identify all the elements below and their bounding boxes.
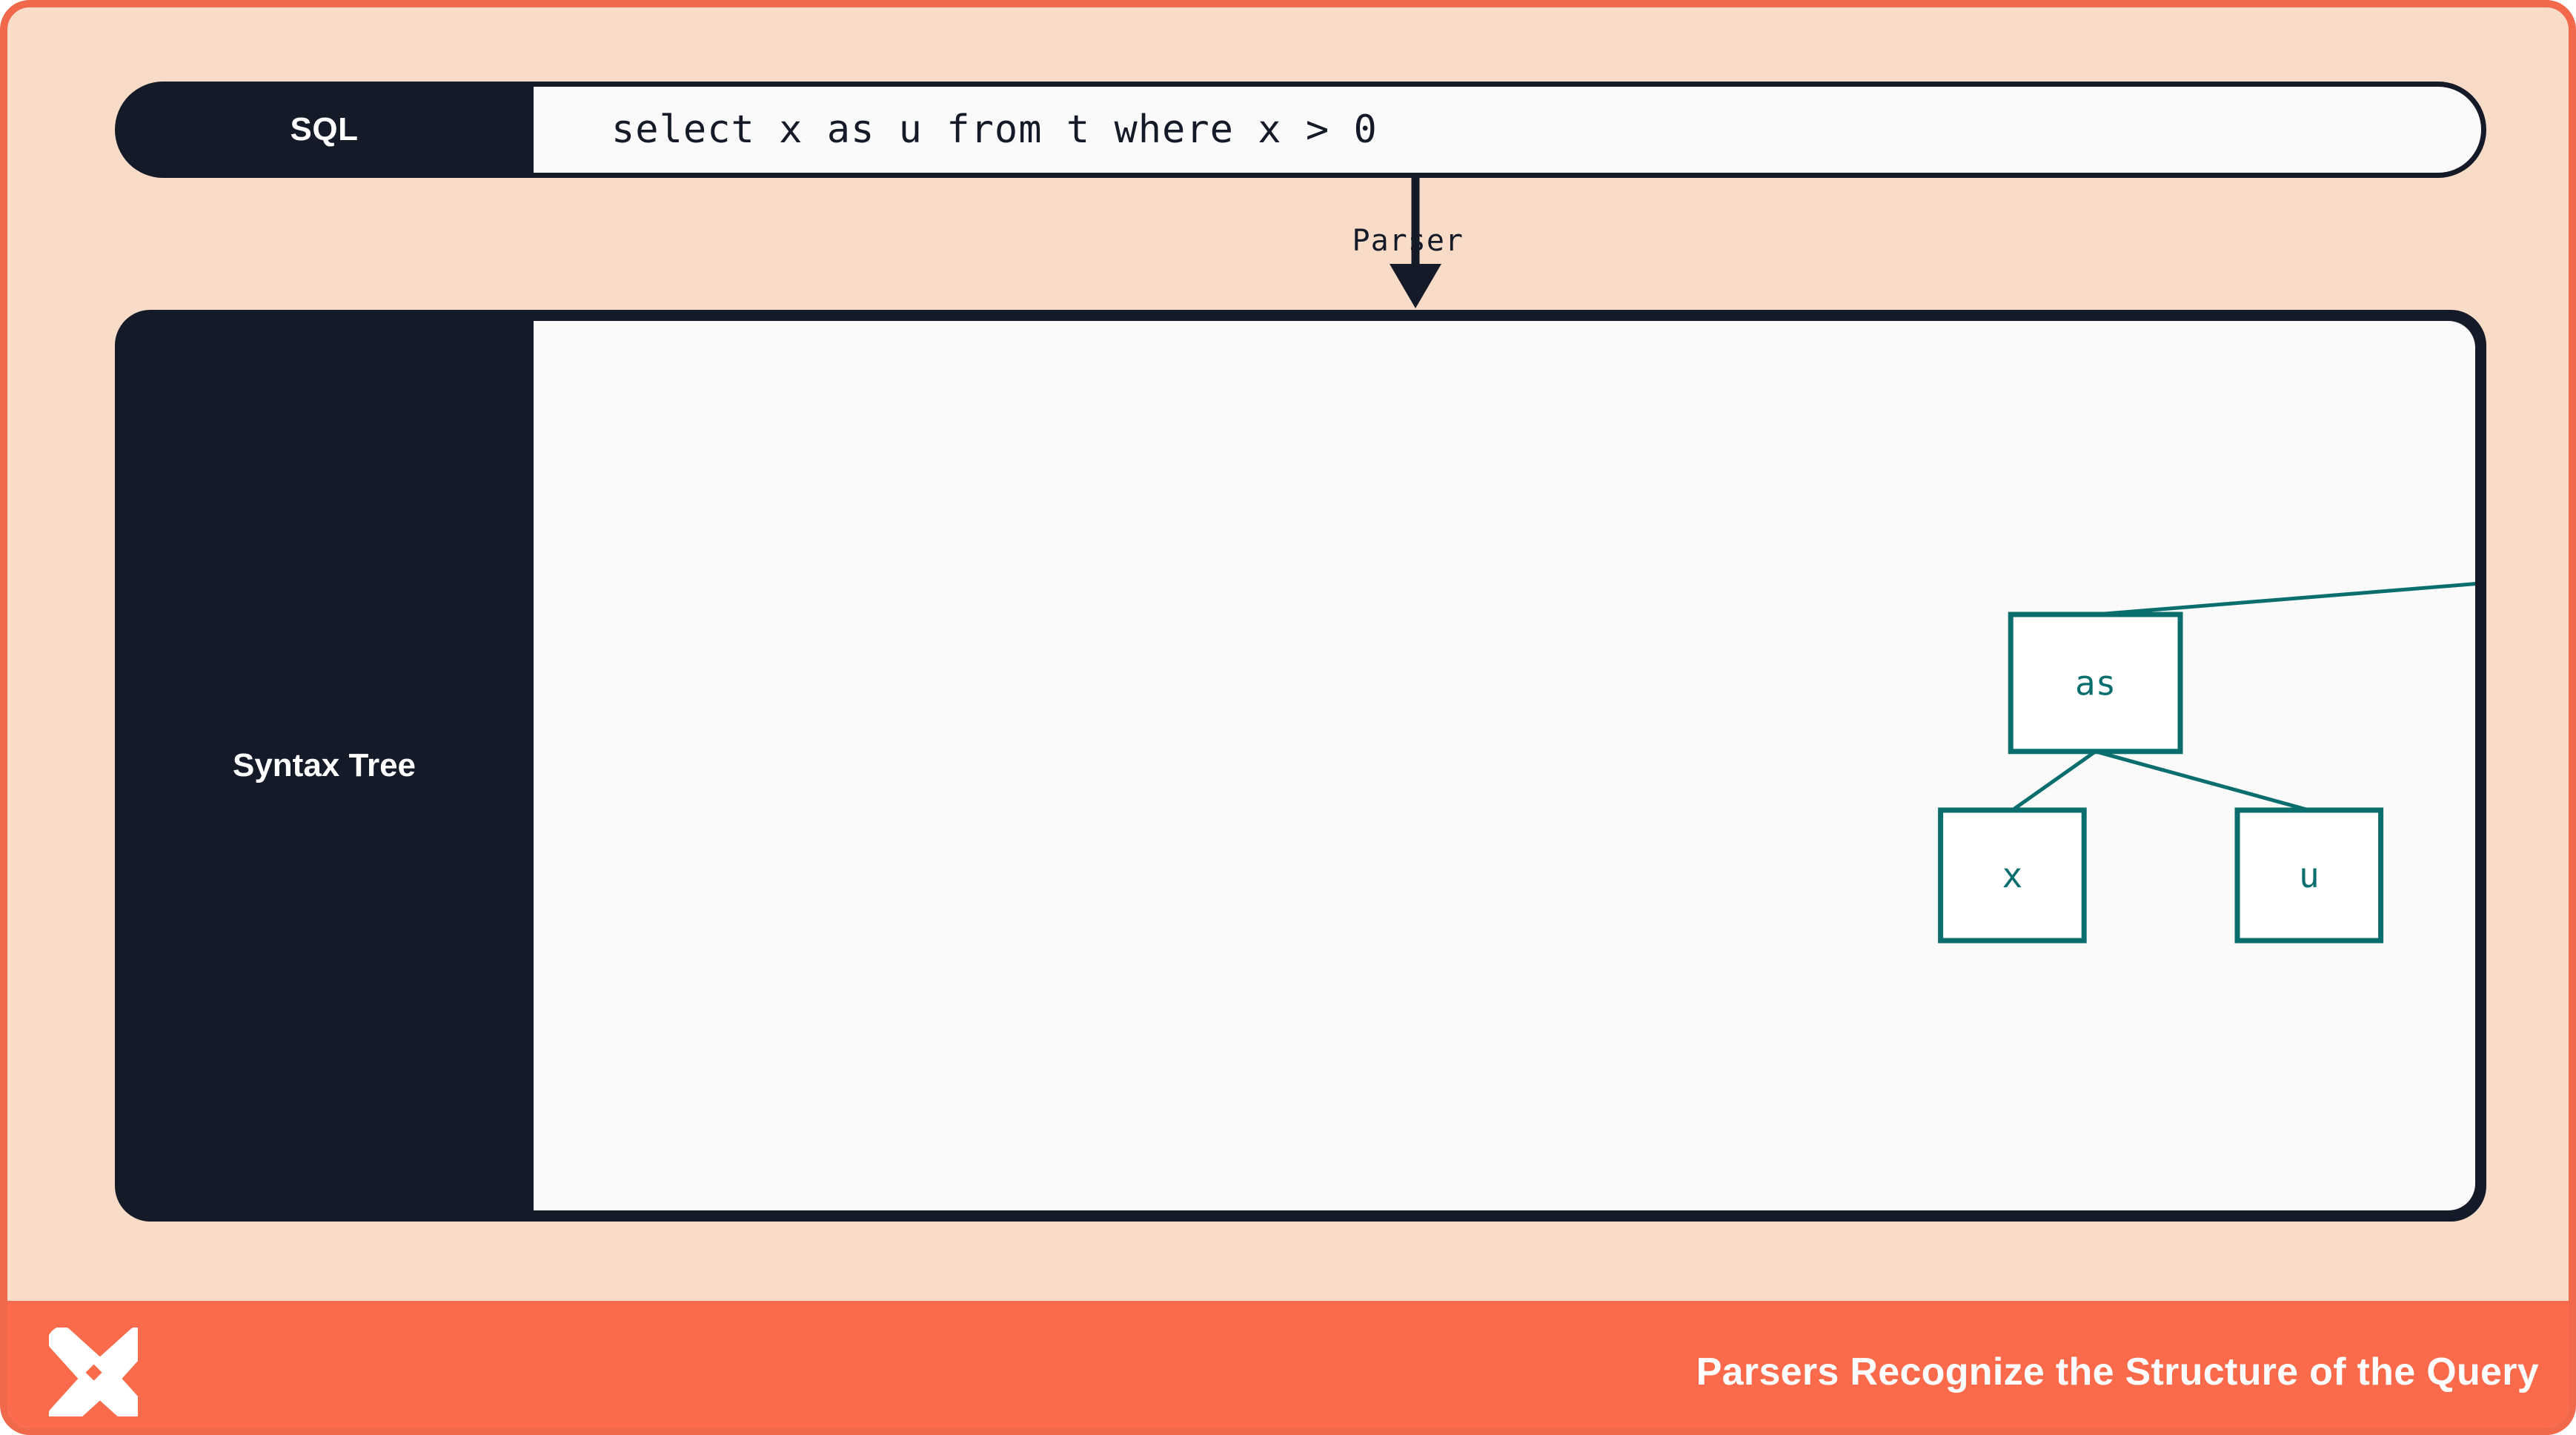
tree-edge	[2095, 582, 2475, 617]
tree-node-as[interactable]: as	[2008, 612, 2183, 755]
tree-edge-layer	[2011, 582, 2475, 812]
tree-node-label: x	[2002, 855, 2023, 895]
butterfly-logo-icon	[49, 1327, 138, 1416]
syntax-tree-graph: Selectasfromwherexut>x0	[1938, 582, 2475, 944]
sql-query-field[interactable]: select x as u from t where x > 0	[534, 87, 2481, 173]
sql-row: SQL select x as u from t where x > 0	[115, 82, 2486, 178]
tree-node-layer: Selectasfromwherexut>x0	[1938, 612, 2384, 944]
tree-node-label: as	[2075, 663, 2116, 703]
sql-query-text: select x as u from t where x > 0	[611, 107, 1378, 152]
tree-node-x1[interactable]: x	[1938, 807, 2087, 944]
tree-node-u[interactable]: u	[2234, 807, 2384, 944]
sql-row-label: SQL	[290, 111, 359, 148]
parser-arrow-label: Parser	[1352, 224, 1464, 258]
tree-edge	[2011, 749, 2097, 812]
parser-arrow-icon	[1390, 176, 1441, 308]
footer-caption: Parsers Recognize the Structure of the Q…	[1696, 1350, 2539, 1393]
syntax-tree-panel-label: Syntax Tree	[232, 747, 416, 783]
syntax-tree-panel: Syntax Tree Selectasfromwherexut>x0	[115, 310, 2486, 1222]
syntax-tree-canvas: Selectasfromwherexut>x0	[534, 321, 2475, 1210]
tree-node-box	[1938, 807, 2087, 944]
tree-edge	[2094, 749, 2310, 812]
footer-bar: Parsers Recognize the Structure of the Q…	[7, 1301, 2569, 1428]
tree-node-label: u	[2299, 855, 2320, 895]
tree-node-box	[2234, 807, 2384, 944]
tree-node-box	[2008, 612, 2183, 755]
